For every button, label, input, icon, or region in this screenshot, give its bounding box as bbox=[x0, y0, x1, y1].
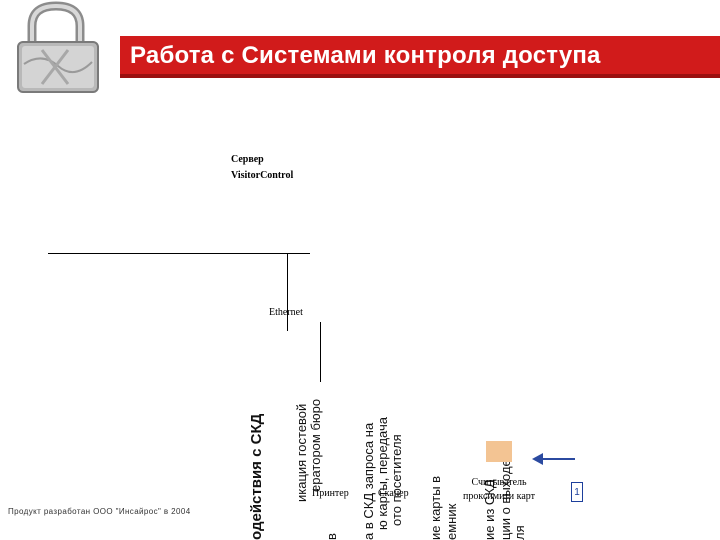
vertical-text-7: ие карты в bbox=[428, 475, 443, 540]
title-bar bbox=[120, 36, 720, 74]
scanner-label: Сканер bbox=[378, 488, 409, 499]
vertical-text-5: ю карты, передача bbox=[375, 416, 390, 530]
highlight-box bbox=[486, 441, 512, 462]
reader-label-line2: проксимити карт bbox=[463, 491, 536, 502]
title-bar-shadow bbox=[120, 74, 720, 78]
vertical-text-3: в bbox=[324, 533, 339, 540]
vertical-heading: одействия с СКД bbox=[248, 413, 265, 540]
reader-label-line1: Считыватель bbox=[471, 477, 527, 488]
reader-label: Считыватель проксимити карт bbox=[463, 476, 535, 504]
vertical-text-1: икация гостевой bbox=[294, 403, 309, 502]
ethernet-label: Ethernet bbox=[269, 307, 303, 318]
network-bus-line bbox=[48, 253, 310, 254]
vertical-text-6: ото посетителя bbox=[389, 434, 404, 526]
arrow-left-icon bbox=[532, 453, 575, 465]
vertical-text-11: ля bbox=[512, 525, 527, 540]
slide-number-badge: 1 bbox=[571, 482, 583, 502]
vertical-text-2: ератором бюро bbox=[308, 398, 323, 492]
page-title: Работа с Системами контроля доступа bbox=[130, 42, 601, 69]
padlock-icon bbox=[17, 1, 99, 93]
server-connector-line bbox=[287, 253, 288, 331]
vertical-text-4: а в СКД запроса на bbox=[361, 422, 376, 540]
server-label-line2: VisitorControl bbox=[231, 170, 294, 181]
ethernet-drop-line bbox=[320, 322, 321, 382]
footer-credit: Продукт разработан ООО "Инсайрос" в 2004 bbox=[8, 507, 191, 516]
printer-label: Принтер bbox=[312, 488, 349, 499]
vertical-text-8: емник bbox=[444, 503, 459, 540]
server-label-line1: Сервер bbox=[231, 154, 264, 165]
server-label: Сервер VisitorControl bbox=[231, 152, 293, 184]
